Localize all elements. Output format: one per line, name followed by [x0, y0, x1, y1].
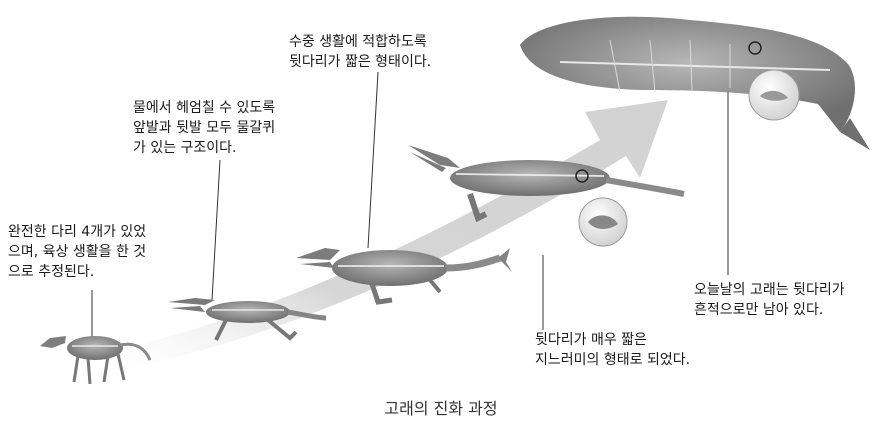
stage1-line3: 으로 추정된다. [8, 262, 146, 282]
stage1-line2: 으며, 육상 생활을 한 것 [8, 242, 146, 262]
stage5-line2: 흔적으로만 남아 있다. [694, 300, 845, 320]
stage5-line1: 오늘날의 고래는 뒷다리가 [694, 280, 845, 300]
stage3-line2: 뒷다리가 짧은 형태이다. [289, 52, 431, 72]
stage5-description: 오늘날의 고래는 뒷다리가 흔적으로만 남아 있다. [694, 280, 845, 320]
sperm-whale-icon [520, 17, 870, 150]
diagram-caption: 고래의 진화 과정 [0, 395, 882, 419]
stage1-line1: 완전한 다리 4개가 있었 [8, 222, 146, 242]
stage4-line2: 지느러미의 형태로 되었다. [535, 350, 690, 370]
stage2-description: 물에서 헤엄칠 수 있도록 앞발과 뒷발 모두 물갈퀴 가 있는 구조이다. [133, 98, 275, 158]
stage2-line2: 앞발과 뒷발 모두 물갈퀴 [133, 118, 275, 138]
stage2-line1: 물에서 헤엄칠 수 있도록 [133, 98, 275, 118]
stage3-line1: 수중 생활에 적합하도록 [289, 32, 431, 52]
stage4-description: 뒷다리가 매우 짧은 지느러미의 형태로 되었다. [535, 330, 690, 370]
stage3-description: 수중 생활에 적합하도록 뒷다리가 짧은 형태이다. [289, 32, 431, 72]
stage4-line1: 뒷다리가 매우 짧은 [535, 330, 690, 350]
stage2-line3: 가 있는 구조이다. [133, 138, 275, 158]
stage1-description: 완전한 다리 4개가 있었 으며, 육상 생활을 한 것 으로 추정된다. [8, 222, 146, 282]
